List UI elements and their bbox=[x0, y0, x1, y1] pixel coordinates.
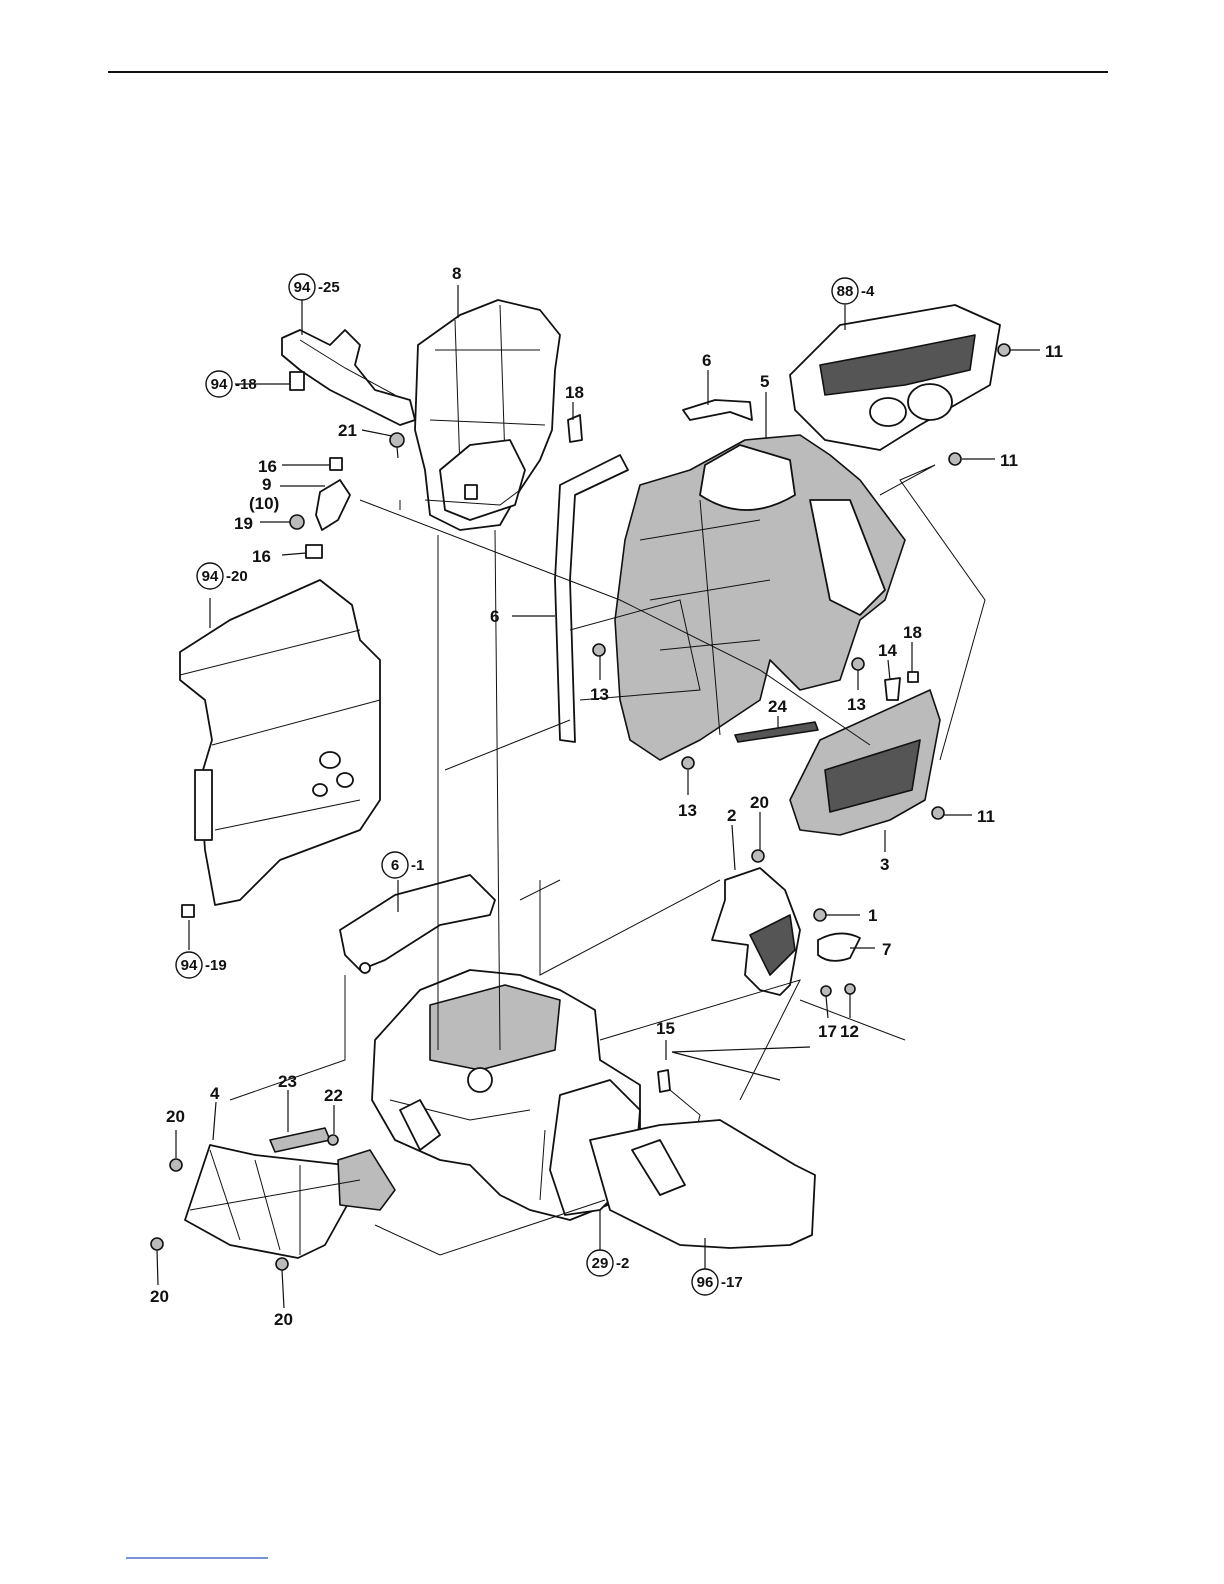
ref-6-1: 6 -1 bbox=[382, 852, 424, 878]
label-6-short: 6 bbox=[702, 351, 711, 370]
label-18-top: 18 bbox=[565, 383, 584, 402]
ref-6-1-suffix: -1 bbox=[411, 857, 424, 874]
label-9: 9 bbox=[262, 475, 271, 494]
label-15: 15 bbox=[656, 1019, 675, 1038]
label-22: 22 bbox=[324, 1086, 343, 1105]
label-13-right: 13 bbox=[847, 695, 866, 714]
label-8: 8 bbox=[452, 264, 461, 283]
label-11-mid: 11 bbox=[1000, 451, 1018, 470]
ref-94-19-num: 94 bbox=[181, 957, 198, 974]
label-12: 12 bbox=[840, 1022, 859, 1041]
label-16-bottom: 16 bbox=[252, 547, 271, 566]
label-18-right: 18 bbox=[903, 623, 922, 642]
ref-94-25-suffix: -25 bbox=[318, 279, 340, 296]
weather-strip-short bbox=[683, 400, 752, 420]
label-6-long: 6 bbox=[490, 607, 499, 626]
rubber-cap-7 bbox=[818, 933, 860, 960]
harness-strip-24 bbox=[735, 722, 818, 742]
clamp-parts-left bbox=[290, 458, 350, 558]
ref-6-1-num: 6 bbox=[391, 857, 399, 874]
ref-96-17-num: 96 bbox=[697, 1274, 714, 1291]
transmission-housing bbox=[372, 970, 640, 1220]
label-7: 7 bbox=[882, 940, 891, 959]
ref-94-20: 94 -20 bbox=[197, 563, 248, 589]
rear-floor-cover bbox=[590, 1120, 815, 1248]
label-1: 1 bbox=[868, 906, 877, 925]
ref-96-17-suffix: -17 bbox=[721, 1274, 743, 1291]
label-14: 14 bbox=[878, 641, 897, 660]
left-lower-cover bbox=[185, 1145, 395, 1258]
ref-29-2: 29 -2 bbox=[587, 1250, 629, 1276]
label-13-bottom: 13 bbox=[678, 801, 697, 820]
left-side-panel bbox=[180, 580, 380, 917]
label-3: 3 bbox=[880, 855, 889, 874]
label-20-upper-left: 20 bbox=[166, 1107, 185, 1126]
label-20-lower-left: 20 bbox=[150, 1287, 169, 1306]
label-23: 23 bbox=[278, 1072, 297, 1091]
label-2: 2 bbox=[727, 806, 736, 825]
ref-94-18: 94 -18 bbox=[206, 371, 257, 397]
lower-dash-panel bbox=[790, 672, 944, 835]
meter-panel-cover bbox=[790, 305, 1010, 465]
right-bracket-2 bbox=[712, 850, 855, 996]
label-10: (10) bbox=[249, 494, 279, 513]
label-20-right: 20 bbox=[750, 793, 769, 812]
ref-94-20-num: 94 bbox=[202, 568, 219, 585]
bracket-6-1 bbox=[340, 875, 495, 973]
ref-94-19: 94 -19 bbox=[176, 952, 227, 978]
ref-94-18-num: 94 bbox=[211, 376, 228, 393]
label-20-bottom: 20 bbox=[274, 1310, 293, 1329]
label-11-top: 11 bbox=[1045, 342, 1063, 361]
label-19: 19 bbox=[234, 514, 253, 533]
ref-29-2-suffix: -2 bbox=[616, 1255, 629, 1272]
rod-23 bbox=[270, 1128, 330, 1152]
label-16-top: 16 bbox=[258, 457, 277, 476]
label-5: 5 bbox=[760, 372, 769, 391]
ref-94-18-suffix: -18 bbox=[235, 376, 257, 393]
ref-88-4: 88 -4 bbox=[832, 278, 875, 304]
label-21: 21 bbox=[338, 421, 357, 440]
ref-94-19-suffix: -19 bbox=[205, 957, 227, 974]
label-11-bottom: 11 bbox=[977, 807, 995, 826]
label-17: 17 bbox=[818, 1022, 837, 1041]
label-24: 24 bbox=[768, 697, 787, 716]
ref-29-2-num: 29 bbox=[592, 1255, 609, 1272]
ref-88-4-suffix: -4 bbox=[861, 283, 875, 300]
upper-bracket-arm bbox=[282, 330, 415, 425]
label-4: 4 bbox=[210, 1084, 220, 1103]
ref-88-4-num: 88 bbox=[837, 283, 854, 300]
bolt-21 bbox=[390, 433, 404, 458]
ref-96-17: 96 -17 bbox=[692, 1269, 743, 1295]
ref-94-25: 94 -25 bbox=[289, 274, 340, 300]
steering-support-frame bbox=[415, 300, 582, 530]
ref-94-25-num: 94 bbox=[294, 279, 311, 296]
ref-94-20-suffix: -20 bbox=[226, 568, 248, 585]
label-13-left: 13 bbox=[590, 685, 609, 704]
